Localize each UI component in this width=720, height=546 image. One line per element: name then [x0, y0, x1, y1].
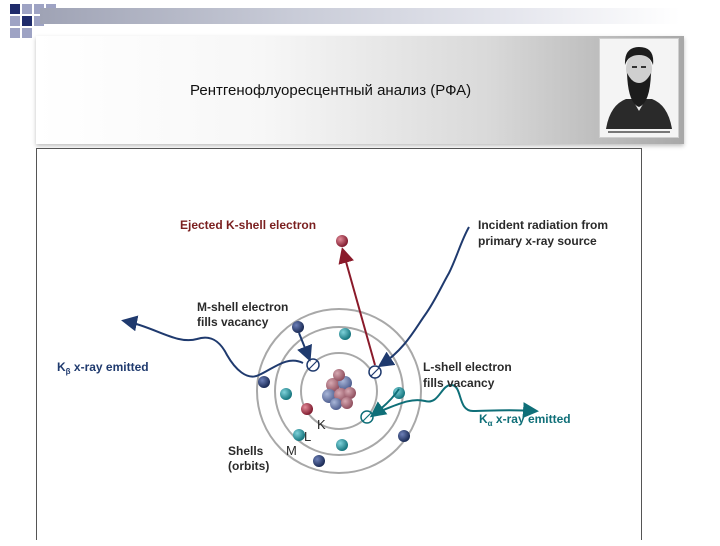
- label-incident-radiation-line2: primary x-ray source: [478, 234, 597, 248]
- label-l-shell-line2: fills vacancy: [423, 376, 495, 390]
- electron: [301, 403, 313, 415]
- label-ejected-electron: Ejected K-shell electron: [180, 218, 316, 232]
- vacancy-l: [306, 358, 320, 372]
- electron: [336, 235, 348, 247]
- label-kalpha-emitted: Kα x-ray emitted: [479, 412, 571, 428]
- kbeta-subscript: β: [66, 367, 71, 376]
- label-m-shell-line1: M-shell electron: [197, 300, 288, 314]
- electron: [293, 429, 305, 441]
- kalpha-symbol: K: [479, 412, 488, 426]
- xrf-diagram: Ejected K-shell electron Incident radiat…: [57, 218, 608, 474]
- top-stripe: [40, 8, 680, 24]
- electron: [258, 376, 270, 388]
- label-l-shell-line1: L-shell electron: [423, 360, 512, 374]
- nucleon: [333, 369, 345, 381]
- electron: [398, 430, 410, 442]
- vacancy-k: [368, 365, 382, 379]
- ejected-electron-arrow: [338, 247, 376, 366]
- nucleus: [322, 369, 356, 410]
- label-shells-line2: (orbits): [228, 459, 269, 473]
- label-m-shell-line2: fills vacancy: [197, 315, 269, 329]
- label-kbeta-emitted: Kβ x-ray emitted: [57, 360, 149, 376]
- electron: [292, 321, 304, 333]
- kalpha-xray-wave: [374, 383, 539, 419]
- electron: [339, 328, 351, 340]
- electron: [313, 455, 325, 467]
- label-shell-m: M: [286, 443, 297, 458]
- corner-square: [10, 16, 20, 26]
- nucleon: [341, 397, 353, 409]
- portrait-image: [599, 38, 679, 138]
- kbeta-text: x-ray emitted: [71, 360, 149, 374]
- corner-square: [10, 28, 20, 38]
- vacancy-k2: [360, 410, 374, 424]
- kbeta-symbol: K: [57, 360, 66, 374]
- electrons: [258, 235, 410, 467]
- orbit-m: [256, 308, 422, 474]
- nucleon: [344, 387, 356, 399]
- nucleon: [326, 378, 340, 392]
- labels: Ejected K-shell electron Incident radiat…: [57, 218, 608, 473]
- corner-square: [22, 16, 32, 26]
- orbit-k: [300, 352, 378, 430]
- corner-square: [34, 4, 44, 14]
- kbeta-xray-wave: [121, 315, 304, 378]
- kalpha-text: x-ray emitted: [493, 412, 571, 426]
- arrows: [121, 226, 539, 419]
- label-shell-l: L: [304, 429, 311, 444]
- corner-square: [22, 28, 32, 38]
- electron: [336, 439, 348, 451]
- electron: [393, 387, 405, 399]
- l-shell-fill-arrow: [369, 388, 400, 418]
- vacancies: [306, 358, 382, 424]
- corner-square: [10, 4, 20, 14]
- label-incident-radiation-line1: Incident radiation from: [478, 218, 608, 232]
- incident-radiation-wave: [377, 226, 470, 368]
- kalpha-subscript: α: [488, 419, 493, 428]
- page-title: Рентгенофлуоресцентный анализ (РФА): [190, 82, 472, 99]
- corner-square: [34, 16, 44, 26]
- label-shell-k: K: [317, 417, 326, 432]
- corner-square: [22, 4, 32, 14]
- portrait-drawing: [600, 39, 678, 137]
- label-shells-line1: Shells: [228, 444, 264, 458]
- header-band: [36, 36, 684, 144]
- m-shell-fill-arrow: [297, 332, 312, 362]
- nucleon: [330, 398, 342, 410]
- diagram-frame: Ejected K-shell electron Incident radiat…: [36, 148, 642, 540]
- electron: [280, 388, 292, 400]
